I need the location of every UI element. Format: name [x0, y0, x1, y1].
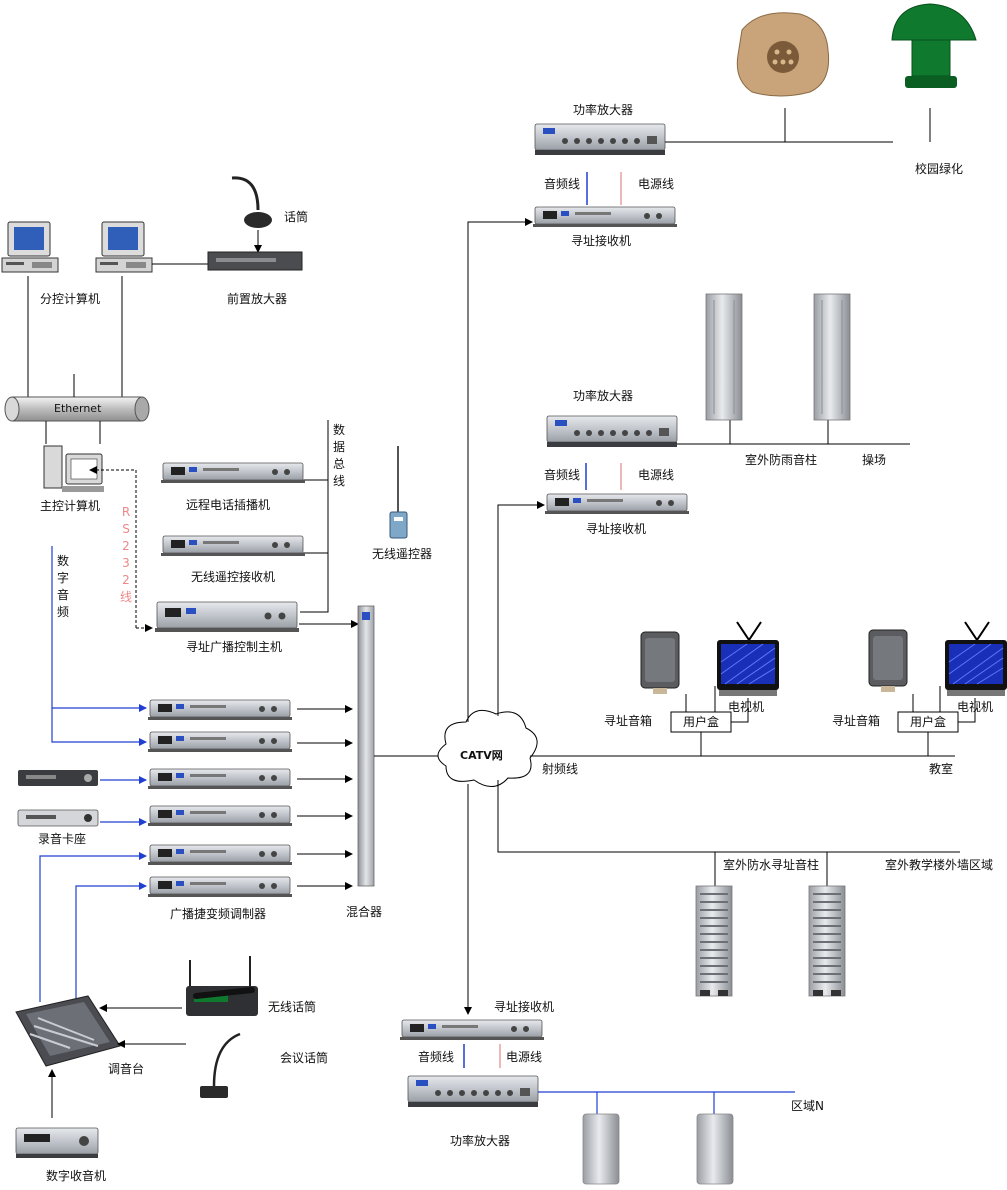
address-receiver-1 [532, 206, 678, 228]
digital-audio-label: 数字音频 [56, 554, 69, 619]
address-speaker-label-1: 寻址音箱 [604, 714, 653, 728]
outdoor-water-column-label: 室外防水寻址音柱 [723, 858, 820, 872]
power-line-label-3: 电源线 [506, 1050, 543, 1064]
audio-line-label-3: 音频线 [418, 1050, 455, 1064]
wireless-remote-label: 无线遥控器 [372, 547, 433, 561]
digital-radio [15, 1127, 99, 1158]
tv-1 [716, 621, 780, 697]
modulator-5 [147, 844, 293, 866]
outdoor-water-column-2 [808, 885, 846, 997]
main-control-computer [43, 445, 104, 492]
catv-label: CATV网 [460, 749, 503, 762]
power-line-label-2: 电源线 [638, 468, 675, 482]
power-amplifier-1 [534, 123, 666, 156]
receiver-label-1: 寻址接收机 [571, 234, 632, 248]
ethernet-label: Ethernet [54, 402, 102, 415]
address-speaker-label-2: 寻址音箱 [832, 714, 881, 728]
address-broadcast-control-host [155, 601, 299, 632]
remote-phone-inserter [160, 462, 306, 484]
mushroom-speaker-icon [891, 3, 977, 88]
mixing-console [15, 995, 121, 1067]
tape-deck-1 [18, 770, 98, 786]
outdoor-water-column-1 [695, 885, 733, 997]
tape-deck-label: 录音卡座 [38, 832, 87, 846]
address-receiver-3 [399, 1019, 545, 1041]
sub-computer-label: 分控计算机 [40, 292, 101, 306]
outdoor-rain-column-1 [705, 293, 743, 421]
classroom-label: 教室 [929, 762, 954, 776]
zone-speaker-1 [582, 1113, 620, 1185]
outdoor-rain-column-label: 室外防雨音柱 [745, 453, 818, 467]
remote-phone-label: 远程电话插播机 [186, 498, 271, 512]
power-amp-label-2: 功率放大器 [573, 389, 634, 403]
power-line-label-1: 电源线 [638, 177, 675, 191]
modulator-6 [147, 876, 293, 898]
receiver-label-3: 寻址接收机 [494, 1000, 555, 1014]
preamplifier [207, 251, 303, 271]
preamp-label: 前置放大器 [227, 292, 288, 306]
microphone-label: 话筒 [284, 210, 309, 224]
playground-label: 操场 [862, 453, 887, 467]
tv-label-2: 电视机 [957, 700, 994, 714]
zone-n-label: 区域N [791, 1099, 824, 1113]
rf-line-label: 射频线 [542, 762, 579, 776]
tape-deck-2 [17, 809, 99, 827]
power-amp-label-3: 功率放大器 [450, 1134, 511, 1148]
digital-radio-label: 数字收音机 [46, 1169, 107, 1183]
conference-mic-label: 会议话筒 [280, 1051, 329, 1065]
campus-green-label: 校园绿化 [915, 162, 964, 176]
outdoor-rain-column-2 [813, 293, 851, 421]
console-label: 调音台 [108, 1062, 145, 1076]
main-computer-label: 主控计算机 [40, 499, 101, 513]
mixer-combiner [357, 605, 375, 887]
address-receiver-2 [544, 493, 690, 515]
rock-speaker-icon [736, 12, 830, 97]
modulator-2 [147, 731, 293, 753]
wireless-remote-icon [389, 446, 408, 539]
microphone-icon [231, 176, 272, 228]
address-speaker-2 [868, 629, 908, 693]
tv-label-1: 电视机 [728, 700, 765, 714]
power-amp-label-1: 功率放大器 [573, 103, 634, 117]
modulator-label: 广播捷变频调制器 [170, 907, 267, 921]
address-speaker-1 [640, 631, 680, 695]
outdoor-teaching-area-label: 室外教学楼外墙区域 [885, 858, 994, 872]
sub-control-computer-1 [1, 221, 59, 273]
ethernet-pipe [4, 396, 150, 422]
wireless-mic-receiver [186, 956, 258, 1016]
modulator-4 [147, 805, 293, 827]
wireless-remote-receiver [160, 535, 306, 557]
modulator-3 [147, 768, 293, 790]
conference-mic-icon [200, 1032, 241, 1098]
mixer-label: 混合器 [346, 905, 383, 919]
sub-control-computer-2 [95, 221, 153, 273]
receiver-label-2: 寻址接收机 [586, 522, 647, 536]
user-box-label-1: 用户盒 [683, 715, 720, 729]
modulator-1 [147, 699, 293, 721]
user-box-label-2: 用户盒 [910, 715, 947, 729]
control-host-label: 寻址广播控制主机 [186, 640, 283, 654]
audio-line-label-1: 音频线 [544, 177, 581, 191]
tv-2 [944, 621, 1007, 697]
catv-network-cloud [437, 709, 538, 787]
power-amplifier-2 [546, 415, 678, 448]
zone-speaker-2 [696, 1113, 734, 1185]
wireless-receiver-label: 无线遥控接收机 [191, 570, 276, 584]
audio-line-label-2: 音频线 [544, 468, 581, 482]
wireless-mic-label: 无线话筒 [268, 1000, 317, 1014]
power-amplifier-3 [407, 1075, 539, 1108]
data-bus-label: 数据总线 [332, 423, 345, 488]
